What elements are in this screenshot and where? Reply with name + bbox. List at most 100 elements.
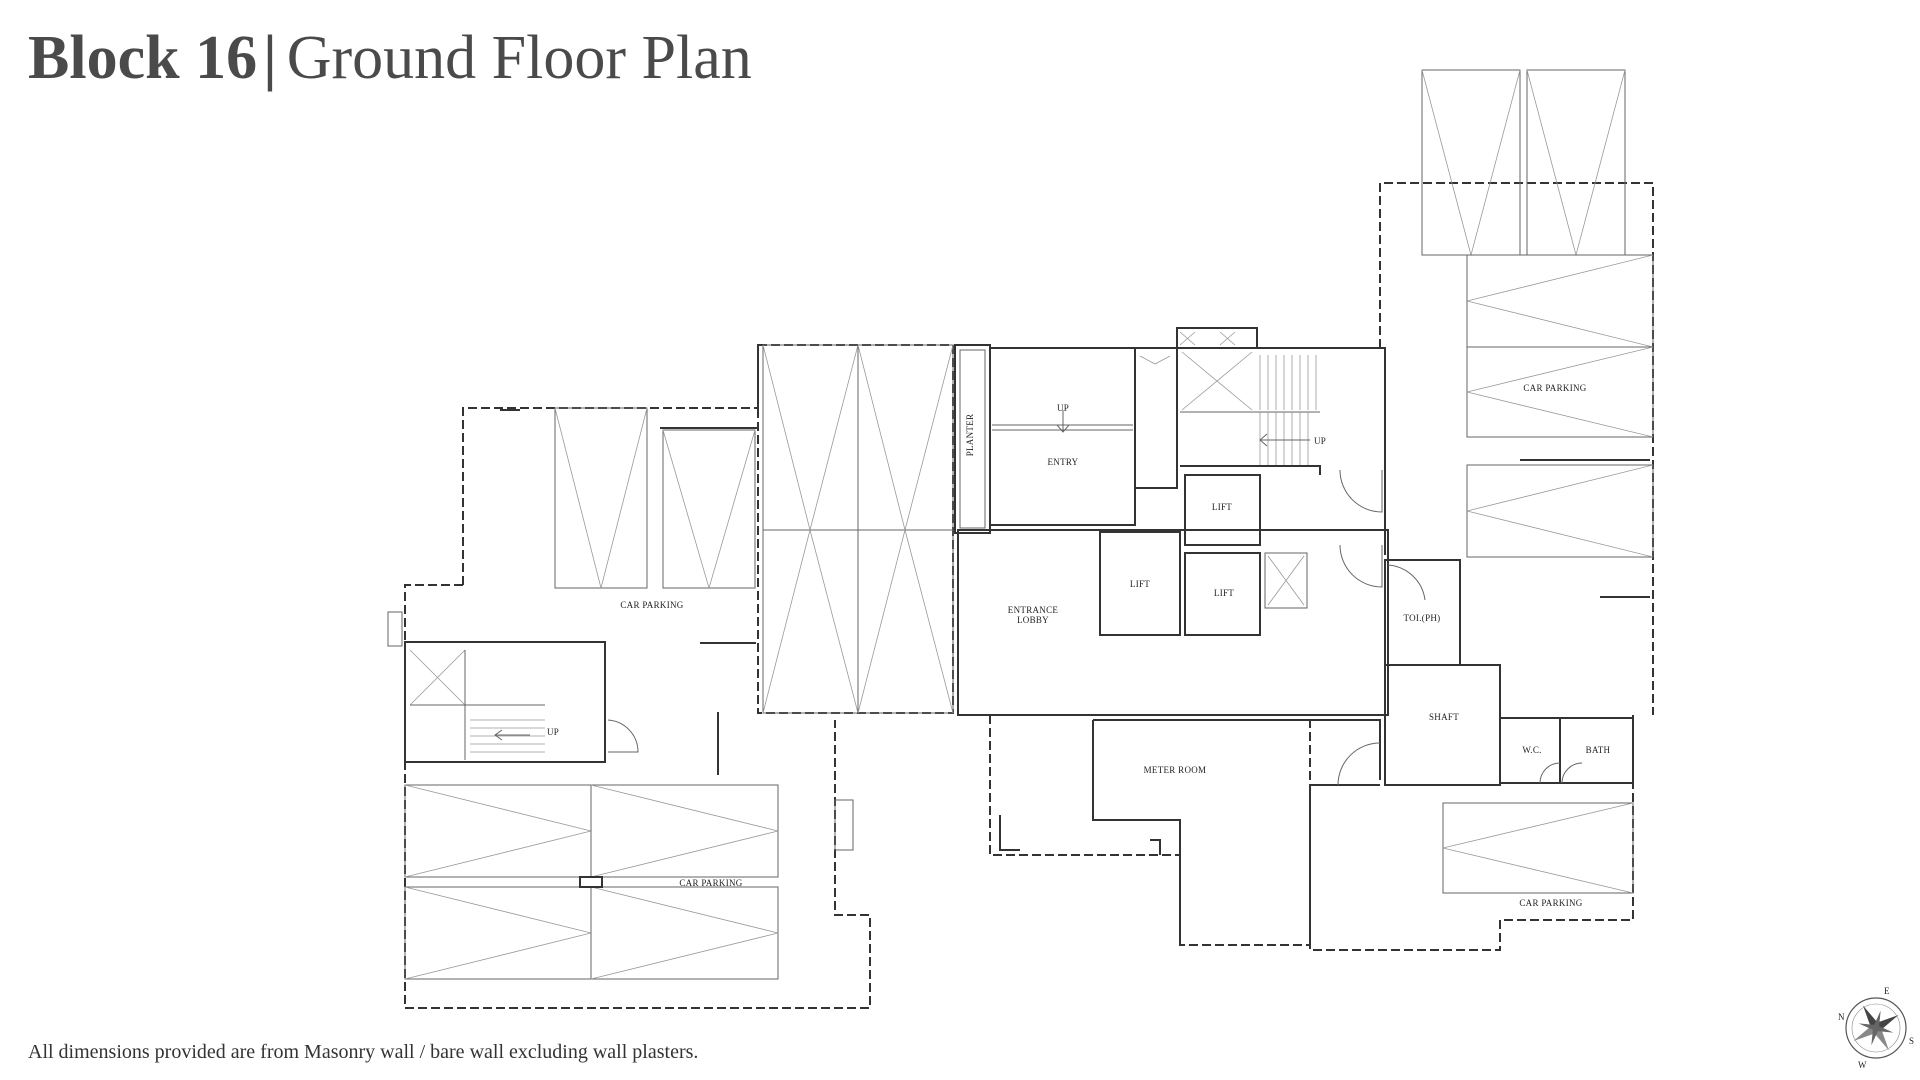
lift-shaft-3 xyxy=(1184,552,1261,636)
central-parking-outline xyxy=(757,344,954,714)
planter-inner xyxy=(959,349,986,529)
plan-name: Ground Floor Plan xyxy=(286,24,752,92)
shaft-room xyxy=(1384,664,1501,786)
lobby-lifts xyxy=(957,474,1389,716)
parking-bay-marking xyxy=(762,344,859,531)
window xyxy=(834,799,854,851)
parking-bay-marking xyxy=(1466,464,1654,558)
wall-stub xyxy=(999,815,1020,851)
stair-walls xyxy=(1177,347,1386,555)
door-swing xyxy=(1339,469,1383,513)
parking-bay-marking xyxy=(857,344,954,531)
parking-bay-marking xyxy=(662,429,756,590)
label-lift-1: LIFT xyxy=(1130,579,1150,589)
meter-room-outer-wall xyxy=(989,715,1310,946)
parking-bay-marking xyxy=(404,886,592,980)
label-car-parking-right-top: CAR PARKING xyxy=(1523,383,1586,393)
label-wc: W.C. xyxy=(1522,745,1541,755)
label-up-stair: UP xyxy=(1314,436,1326,446)
ramp-hatch xyxy=(1139,355,1171,365)
parking-bay xyxy=(404,784,592,878)
label-car-parking-left: CAR PARKING xyxy=(620,600,683,610)
parking-bay xyxy=(762,344,859,531)
meter-room-wall xyxy=(1092,720,1181,945)
up-arrowhead xyxy=(1259,433,1268,447)
compass-needle xyxy=(1853,1026,1876,1041)
staircase-enclosure xyxy=(404,641,606,763)
label-car-parking-right-bottom: CAR PARKING xyxy=(1519,898,1582,908)
parking-bays-bottom-left xyxy=(404,784,854,980)
parking-bay-marking xyxy=(404,784,592,878)
entry-area xyxy=(954,344,1178,534)
compass-north: N xyxy=(1838,1012,1845,1022)
wall-stub xyxy=(1150,839,1161,855)
title-separator: | xyxy=(263,24,277,92)
parking-bay-marking xyxy=(1421,69,1521,257)
parking-bay xyxy=(590,784,779,878)
parking-bay-marking xyxy=(762,528,859,714)
staircase-left xyxy=(404,641,639,763)
label-shaft: SHAFT xyxy=(1429,712,1459,722)
stair-cross xyxy=(1179,331,1196,346)
parking-bay xyxy=(1421,69,1521,256)
stair-cross xyxy=(1181,351,1253,411)
parking-bay xyxy=(662,429,756,589)
label-toilet: TOI.(PH) xyxy=(1404,613,1441,623)
page-title: Block 16|Ground Floor Plan xyxy=(28,20,752,96)
left-wing-outer-wall xyxy=(404,584,871,1009)
right-wing-outer-wall xyxy=(1379,182,1654,715)
door-swing xyxy=(1561,762,1583,784)
door-swing xyxy=(1539,762,1561,784)
door-swing xyxy=(1339,544,1383,588)
label-lift-3: LIFT xyxy=(1214,588,1234,598)
central-parking-block xyxy=(757,344,954,714)
label-lift-2: LIFT xyxy=(1212,502,1232,512)
parking-bay xyxy=(590,886,779,980)
parking-bay-marking xyxy=(857,528,954,714)
staircase-upper xyxy=(1176,327,1386,588)
parking-bay-marking xyxy=(590,886,779,980)
parking-bay xyxy=(857,344,954,531)
meter-room-wall xyxy=(1309,784,1380,945)
room-labels: CAR PARKING CAR PARKING CAR PARKING CAR … xyxy=(547,383,1610,908)
stair-head xyxy=(1176,327,1258,349)
label-entrance: ENTRANCE xyxy=(1008,605,1059,615)
meter-room-area xyxy=(989,715,1381,946)
label-lobby: LOBBY xyxy=(1017,615,1049,625)
parking-bay xyxy=(762,529,859,714)
label-entry: ENTRY xyxy=(1047,457,1078,467)
compass-needle xyxy=(1858,1023,1894,1033)
parking-bay-marking xyxy=(1526,69,1626,257)
planter-box xyxy=(954,344,991,534)
parking-bay-marking xyxy=(1466,346,1654,438)
right-wing xyxy=(1309,69,1654,951)
door-swing xyxy=(607,719,639,753)
meter-room-wall xyxy=(1093,719,1381,780)
ramp xyxy=(1134,347,1178,489)
compass-south: S xyxy=(1909,1036,1914,1046)
parking-bay-marking xyxy=(1466,254,1654,348)
parking-bay xyxy=(404,886,592,980)
label-up-left: UP xyxy=(547,727,559,737)
entrance-lobby xyxy=(957,529,1389,716)
label-meter-room: METER ROOM xyxy=(1144,765,1207,775)
parking-bay-marking xyxy=(554,407,648,589)
lift-shaft-1 xyxy=(1099,531,1181,636)
column xyxy=(579,876,603,888)
dimensions-footnote: All dimensions provided are from Masonry… xyxy=(28,1041,699,1063)
parking-bay xyxy=(554,407,648,589)
door-swing xyxy=(1337,742,1381,786)
parking-bay-marking xyxy=(1442,802,1634,894)
lift-shaft-2 xyxy=(1184,474,1261,546)
compass-needle xyxy=(1876,1015,1899,1030)
up-arrowhead xyxy=(494,729,503,741)
compass-east: E xyxy=(1884,986,1890,996)
compass-west: W xyxy=(1858,1060,1867,1070)
door-swing xyxy=(1387,564,1426,601)
parking-bay xyxy=(857,529,954,714)
compass-ring xyxy=(1845,997,1907,1059)
parking-bay xyxy=(1526,69,1626,256)
parking-bay-marking xyxy=(590,784,779,878)
right-wing-lower-wall xyxy=(1309,715,1634,951)
stair-wall xyxy=(1180,465,1321,475)
